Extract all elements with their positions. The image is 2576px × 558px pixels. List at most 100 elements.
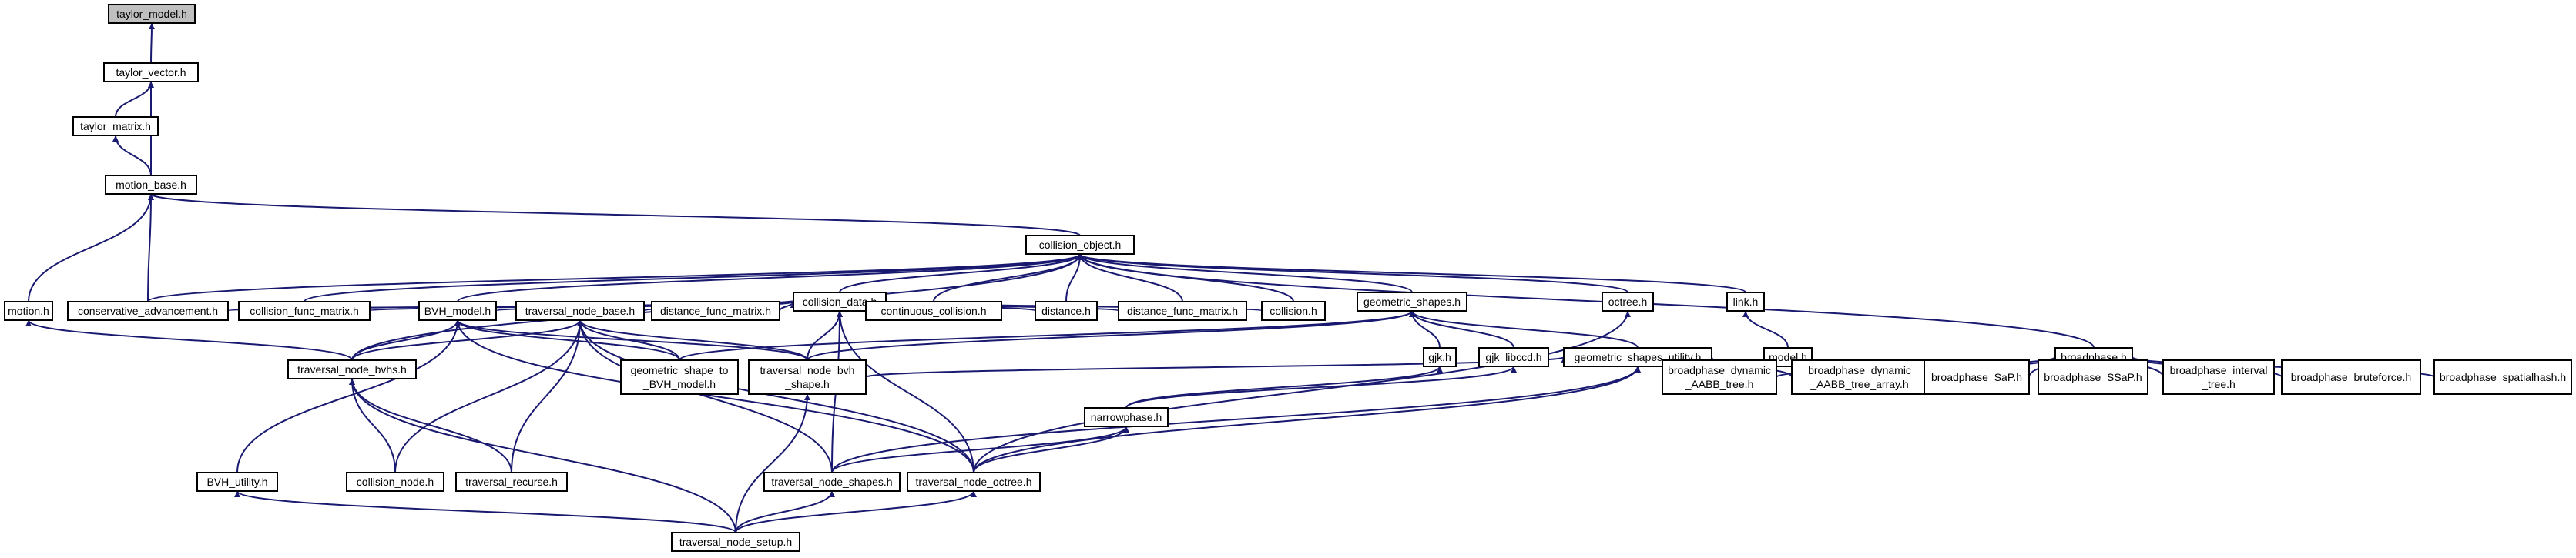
node-geometric-shape-to-bvh-model[interactable]: geometric_shape_to_BVH_model.h <box>620 359 739 395</box>
node-collision-object[interactable]: collision_object.h <box>1025 235 1135 255</box>
node-label: motion.h <box>8 305 49 317</box>
node-box <box>1084 407 1169 427</box>
node-collision-data[interactable]: collision_data.h <box>793 292 887 312</box>
dependency-edge-traversal_node_bvhs-to-motion <box>25 319 353 361</box>
node-distance[interactable]: distance.h <box>1035 301 1098 321</box>
node-label: conservative_advancement.h <box>78 305 218 317</box>
dependency-edge-traversal_node_bvh_shape-to-geometric_shapes <box>807 310 1415 361</box>
node-taylor-matrix[interactable]: taylor_matrix.h <box>72 116 159 136</box>
node-traversal-node-setup[interactable]: traversal_node_setup.h <box>671 532 800 552</box>
node-narrowphase[interactable]: narrowphase.h <box>1084 407 1169 427</box>
node-label: broadphase_SaP.h <box>1931 371 2022 383</box>
node-octree[interactable]: octree.h <box>1602 292 1654 312</box>
node-box <box>103 62 199 82</box>
dependency-edge-bvh_model-to-collision_object <box>457 253 1083 302</box>
node-label: distance.h <box>1041 305 1091 317</box>
node-broadphase-spatialhash[interactable]: broadphase_spatialhash.h <box>2433 359 2572 395</box>
node-motion-base[interactable]: motion_base.h <box>105 175 197 195</box>
node-label: taylor_vector.h <box>116 66 186 79</box>
node-collision-func-matrix[interactable]: collision_func_matrix.h <box>238 301 371 321</box>
node-motion[interactable]: motion.h <box>4 301 53 321</box>
node-traversal-node-base[interactable]: traversal_node_base.h <box>515 301 645 321</box>
node-distance-func-matrix[interactable]: distance_func_matrix.h <box>651 301 780 321</box>
node-box <box>1662 359 1777 395</box>
node-label: distance_func_matrix.h <box>660 305 771 317</box>
node-box <box>2281 359 2421 395</box>
node-distance-func-matrix2[interactable]: distance_func_matrix.h <box>1118 301 1247 321</box>
node-traversal-node-shapes[interactable]: traversal_node_shapes.h <box>763 472 901 492</box>
dependency-edge-link-to-collision_object <box>1077 253 1746 293</box>
node-label: distance_func_matrix.h <box>1127 305 1238 317</box>
node-link[interactable]: link.h <box>1726 292 1765 312</box>
dependency-edge-traversal_node_octree-to-traversal_node_base <box>577 319 974 473</box>
node-box <box>1602 292 1654 312</box>
node-box <box>196 472 278 492</box>
node-label: broadphase_dynamic <box>1808 364 1911 376</box>
dependency-edge-traversal_node_setup-to-bvh_utility <box>234 490 736 533</box>
node-box <box>907 472 1041 492</box>
node-traversal-node-octree[interactable]: traversal_node_octree.h <box>907 472 1041 492</box>
node-continuous-collision[interactable]: continuous_collision.h <box>865 301 1002 321</box>
dependency-edge-collision_node-to-traversal_node_base <box>394 319 583 473</box>
dependency-edge-taylor_matrix-to-taylor_vector <box>115 81 154 118</box>
node-collision-node[interactable]: collision_node.h <box>346 472 444 492</box>
node-broadphase-ssap[interactable]: broadphase_SSaP.h <box>2038 359 2148 395</box>
node-box <box>1357 292 1467 312</box>
node-box <box>1478 347 1549 367</box>
node-broadphase-dynamic-aabb-tree[interactable]: broadphase_dynamic_AABB_tree.h <box>1662 359 1777 395</box>
node-box <box>2433 359 2572 395</box>
node-taylor-model[interactable]: taylor_model.h <box>108 4 196 24</box>
node-bvh-utility[interactable]: BVH_utility.h <box>196 472 278 492</box>
node-label: gjk.h <box>1428 351 1451 363</box>
dependency-edge-geometric_shape_to_bvh_model-to-bvh_model <box>454 319 680 361</box>
dependency-edge-conservative_advancement-to-collision_object <box>147 253 1083 302</box>
node-traversal-recurse[interactable]: traversal_recurse.h <box>455 472 568 492</box>
node-box <box>2162 359 2275 395</box>
dependency-edge-distance_func_matrix2-to-collision_object <box>1077 253 1183 302</box>
dependency-edge-traversal_node_octree-to-bvh_model <box>454 319 974 473</box>
node-bvh-model[interactable]: BVH_model.h <box>418 301 497 321</box>
node-box <box>1924 359 2030 395</box>
node-box <box>620 359 739 395</box>
node-traversal-node-bvhs[interactable]: traversal_node_bvhs.h <box>287 359 417 379</box>
dependency-edge-traversal_node_setup-to-traversal_node_bvh_shape <box>735 393 810 533</box>
node-label: collision.h <box>1270 305 1317 317</box>
dependency-edge-traversal_node_bvh_shape-to-collision_data <box>807 310 843 361</box>
edge-layer <box>25 22 2435 533</box>
node-conservative-advancement[interactable]: conservative_advancement.h <box>67 301 229 321</box>
node-box <box>763 472 901 492</box>
node-label: broadphase_spatialhash.h <box>2440 371 2566 383</box>
node-gjk[interactable]: gjk.h <box>1423 347 1457 367</box>
node-label: broadphase_bruteforce.h <box>2291 371 2411 383</box>
node-taylor-vector[interactable]: taylor_vector.h <box>103 62 199 82</box>
node-label: octree.h <box>1608 296 1648 308</box>
node-broadphase-bruteforce[interactable]: broadphase_bruteforce.h <box>2281 359 2421 395</box>
node-geometric-shapes[interactable]: geometric_shapes.h <box>1357 292 1467 312</box>
node-label: link.h <box>1733 296 1759 308</box>
node-layer: taylor_model.h taylor_vector.h taylor_matr… <box>4 4 2572 552</box>
node-traversal-node-bvh-shape[interactable]: traversal_node_bvh_shape.h <box>748 359 867 395</box>
dependency-edge-traversal_recurse-to-traversal_node_base <box>511 319 583 473</box>
node-label: collision_func_matrix.h <box>250 305 359 317</box>
node-label: _shape.h <box>784 378 830 390</box>
dependency-edge-collision-to-collision_object <box>1077 253 1294 302</box>
node-label: traversal_node_shapes.h <box>771 476 892 488</box>
node-label: taylor_matrix.h <box>80 120 151 132</box>
node-gjk-libccd[interactable]: gjk_libccd.h <box>1478 347 1549 367</box>
node-box <box>418 301 497 321</box>
node-label: broadphase_interval <box>2170 364 2268 376</box>
dependency-edge-traversal_node_octree-to-geometric_shapes_utility <box>973 366 1641 473</box>
node-broadphase-dynamic-aabb-tree-array[interactable]: broadphase_dynamic_AABB_tree_array.h <box>1791 359 1928 395</box>
node-box <box>455 472 568 492</box>
node-label: _BVH_model.h <box>642 378 716 390</box>
node-broadphase-interval-tree[interactable]: broadphase_interval_tree.h <box>2162 359 2275 395</box>
node-box <box>515 301 645 321</box>
node-box <box>67 301 229 321</box>
node-broadphase-sap[interactable]: broadphase_SaP.h <box>1924 359 2030 395</box>
node-label: narrowphase.h <box>1091 411 1162 423</box>
node-collision[interactable]: collision.h <box>1261 301 1326 321</box>
node-box <box>651 301 780 321</box>
node-box <box>2038 359 2148 395</box>
node-label: continuous_collision.h <box>881 305 987 317</box>
